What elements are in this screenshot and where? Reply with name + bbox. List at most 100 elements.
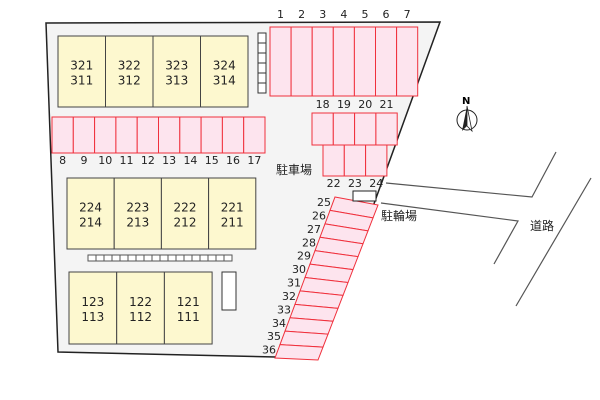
parking-stall [274,344,324,361]
bike-rack-slot [135,254,145,262]
apartment-unit [200,35,249,108]
apartment-unit [113,177,162,250]
road-label: 道路 [530,218,554,233]
unit-number: 314 [213,74,236,88]
stall-number: 29 [297,250,311,263]
bike-rack-slot [159,254,169,262]
unit-number: 211 [221,216,244,230]
stall-number: 33 [277,303,291,316]
unit-number: 321 [70,59,93,73]
apartment-unit [116,271,165,345]
stall-number: 9 [80,154,87,167]
stall-number: 28 [302,236,316,249]
stall-number: 34 [272,317,286,330]
apartment-unit [57,35,106,108]
parking-stall [243,116,266,154]
stall-number: 14 [183,154,197,167]
bike-rack-slot [199,254,209,262]
bike-rack-slot [167,254,177,262]
stall-number: 18 [316,98,330,111]
stall-number: 13 [162,154,176,167]
unit-number: 213 [126,216,149,230]
apartment-unit [160,177,210,250]
unit-number: 223 [126,201,149,215]
bike-rack-slot [215,254,225,262]
parking-stall [322,144,345,177]
bike-rack-slot [95,254,105,262]
apartment-unit [163,271,213,345]
parking-stall [343,144,367,177]
bike-rack-slot [257,82,267,94]
apartment-unit [105,35,154,108]
unit-number: 112 [129,310,152,324]
stall-number: 5 [361,8,368,21]
bike-rack-slot [103,254,113,262]
bike-rack-slot [257,52,267,64]
stall-number: 23 [348,177,362,190]
stall-number: 7 [404,8,411,21]
bike-rack-slot [175,254,185,262]
north-arrow-icon: N [456,96,478,133]
unit-number: 123 [81,295,104,309]
bike-rack-slot [191,254,201,262]
unit-number: 312 [118,74,141,88]
parking-stall [375,112,398,146]
stall-number: 10 [98,154,112,167]
bike-rack-slot [257,32,267,44]
bike-rack-slot [111,254,121,262]
unit-number: 313 [165,74,188,88]
stall-number: 35 [267,330,281,343]
bike-rack-slot [119,254,129,262]
parking-stall [375,26,398,97]
parking-stall [365,144,388,177]
stall-number: 1 [277,8,284,21]
unit-number: 221 [221,201,244,215]
stall-number: 31 [287,277,301,290]
unit-number: 324 [213,59,236,73]
bike-rack-slot [257,42,267,54]
stall-number: 15 [205,154,219,167]
bike-rack-slot [257,72,267,84]
stall-number: 6 [383,8,390,21]
parking-stall [290,26,313,97]
parking-stall [332,26,355,97]
bicycle-parking-label: 駐輪場 [381,208,417,223]
unit-number: 322 [118,59,141,73]
parking-stall [200,116,223,154]
stall-number: 24 [369,177,383,190]
apartment-unit [66,177,115,250]
apartment-unit [208,177,257,250]
parking-stall [311,112,334,146]
stall-number: 4 [340,8,347,21]
road [380,151,592,307]
parking-stall [396,26,419,97]
unit-number: 121 [177,295,200,309]
stall-number: 2 [298,8,305,21]
parking-stall [72,116,96,154]
bike-rack-slot [183,254,193,262]
parking-stall [221,116,245,154]
bike-rack-slot [223,254,233,262]
parking-stall [94,116,117,154]
parking-stall [353,26,376,97]
stall-number: 16 [226,154,240,167]
unit-number: 122 [129,295,152,309]
unit-number: 214 [79,216,102,230]
parking-stall [179,116,202,154]
unit-number: 222 [174,201,197,215]
unit-number: 113 [81,310,104,324]
parking-label: 駐車場 [276,162,312,177]
bike-rack-slot [143,254,153,262]
unit-number: 311 [70,74,93,88]
bike-rack-slot [87,254,97,262]
bike-rack-slot [127,254,137,262]
parking-stall [51,116,74,154]
parking-stall [269,26,292,97]
storage-box [221,271,237,311]
stall-number: 11 [120,154,134,167]
stall-number: 27 [307,223,321,236]
stall-number: 21 [380,98,394,111]
apartment-unit [152,35,201,108]
stall-number: 19 [337,98,351,111]
unit-number: 323 [165,59,188,73]
